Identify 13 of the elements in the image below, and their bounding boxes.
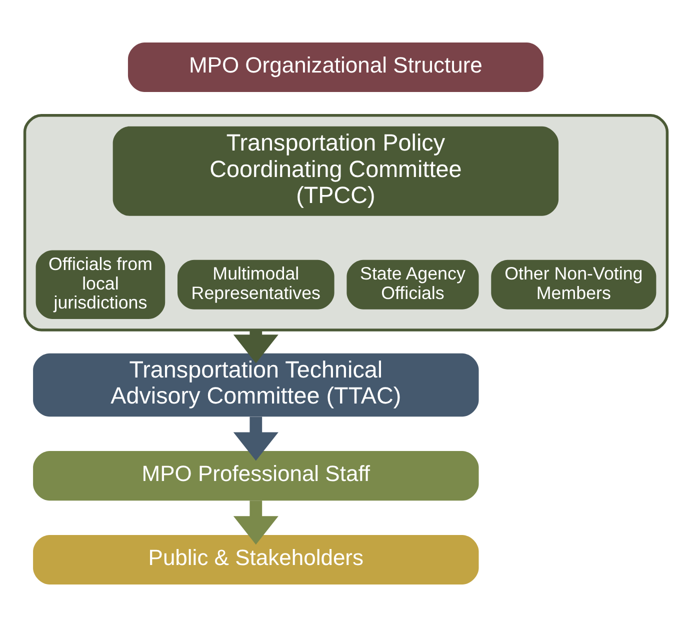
arrow xyxy=(233,500,278,544)
node-box: MPO Professional Staff xyxy=(33,450,479,500)
arrow xyxy=(233,416,278,460)
node-box: MPO Organizational Structure xyxy=(128,42,544,92)
node-box: State Agency Officials xyxy=(346,259,479,309)
node-box: Other Non-Voting Members xyxy=(491,259,656,309)
node-box: Officials from local jurisdictions xyxy=(36,250,166,318)
node-box: Transportation Technical Advisory Committee (TTAC) xyxy=(33,352,479,416)
node-box: Multimodal Representatives xyxy=(177,259,334,309)
node-box: Public & Stakeholders xyxy=(33,534,479,584)
cluster xyxy=(23,114,669,331)
arrow xyxy=(233,330,278,363)
node-box: Transportation Policy Coordinating Committee (TPCC) xyxy=(112,126,559,216)
